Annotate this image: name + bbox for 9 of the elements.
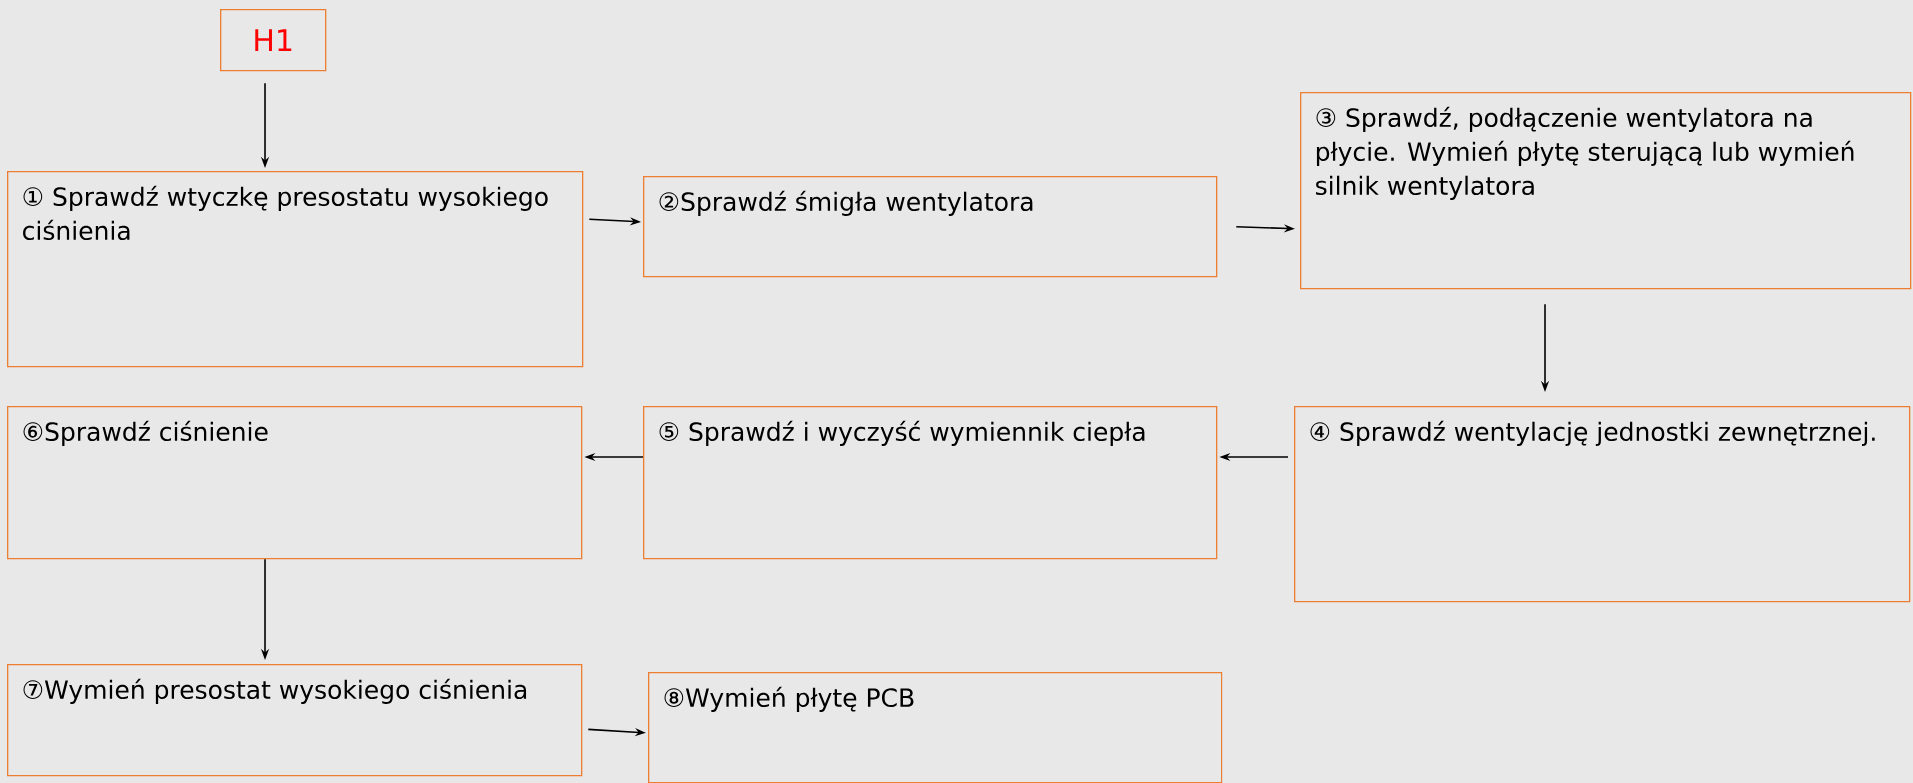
step-box: ⑤ Sprawdź i wyczyść wymiennik ciepła xyxy=(643,406,1218,560)
step-box: ③ Sprawdź, podłączenie wentylatora na płycie. Wymień płytę sterującą lub wymień silnik wentylatora xyxy=(1300,92,1912,290)
step-box: ⑥Sprawdź ciśnienie xyxy=(7,406,583,560)
step-box: ④ Sprawdź wentylację jednostki zewnętrznej. xyxy=(1294,406,1911,603)
step-box: ⑦Wymień presostat wysokiego ciśnienia xyxy=(7,664,583,777)
step-box: ⑧Wymień płytę PCB xyxy=(648,672,1223,783)
step-box: ②Sprawdź śmigła wentylatora xyxy=(643,176,1218,278)
heading-box: H1 xyxy=(220,9,327,72)
step-box: ① Sprawdź wtyczkę presostatu wysokiego ciśnienia xyxy=(7,171,584,368)
